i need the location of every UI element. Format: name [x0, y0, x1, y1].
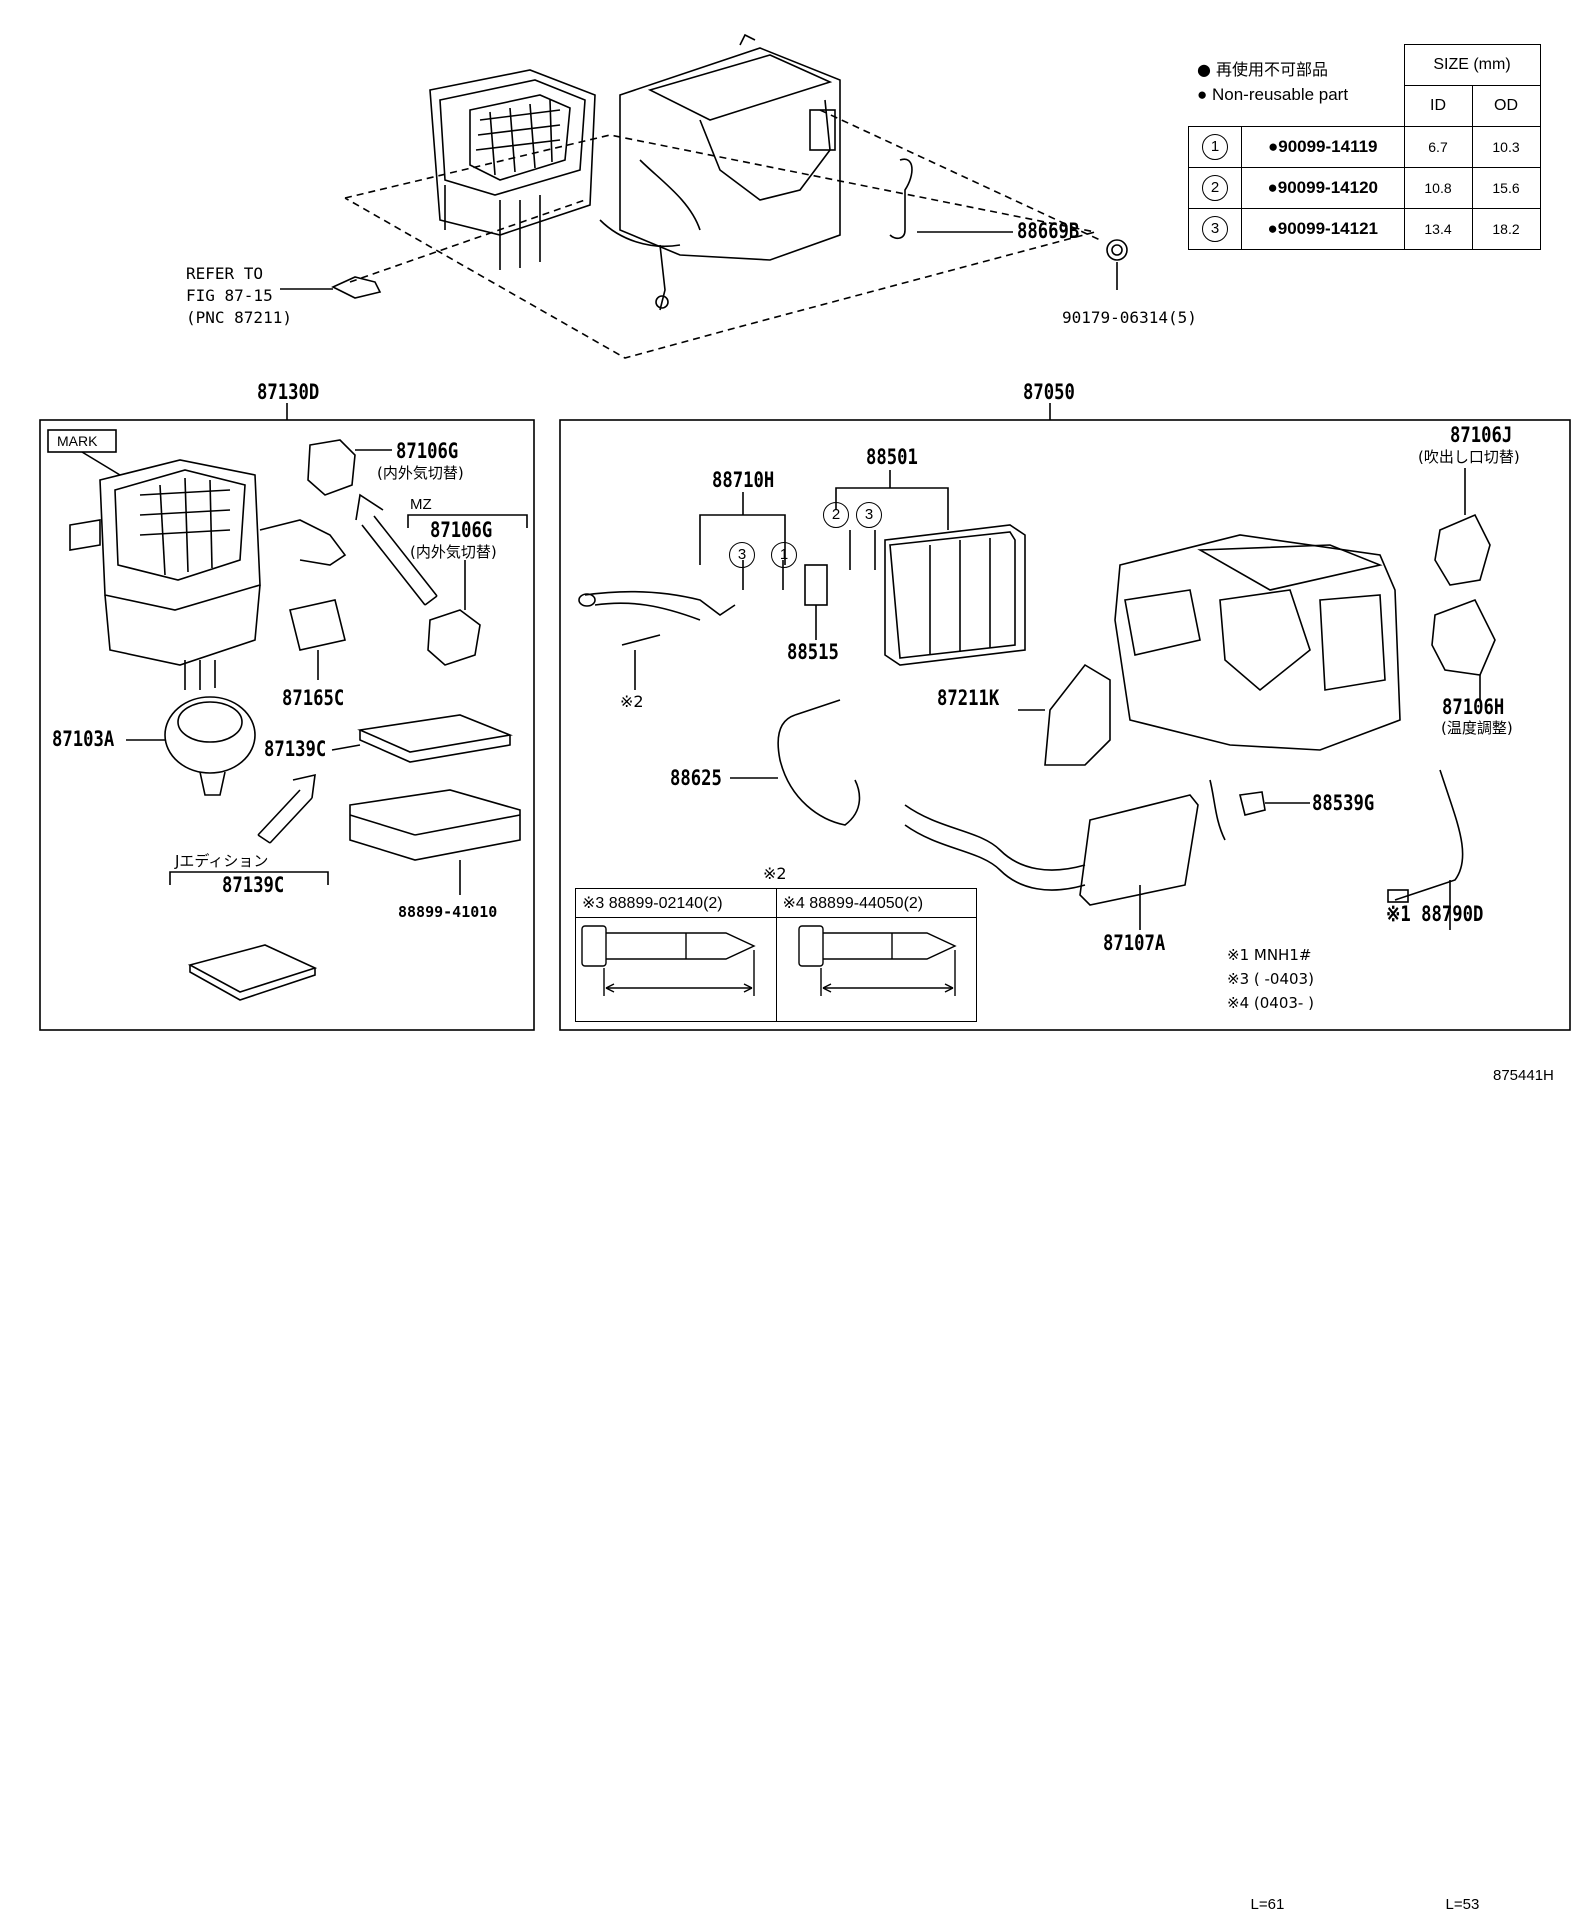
- group-87130D-title: 87130D: [257, 380, 320, 404]
- part-number: ●90099-14121: [1241, 208, 1405, 250]
- id-value: 10.8: [1403, 167, 1473, 209]
- group-87050-title: 87050: [1023, 380, 1075, 404]
- note-4: ※4 (0403- ): [1227, 994, 1314, 1012]
- part-number: ●90099-14119: [1241, 126, 1405, 168]
- top-assembly: [280, 33, 1128, 359]
- part-88669B: 88669B: [1017, 219, 1080, 243]
- note-1: ※1 MNH1#: [1227, 946, 1312, 964]
- refer-to-line3: (PNC 87211): [186, 308, 292, 327]
- num-circle: 1: [1202, 134, 1228, 160]
- part-88710H: 88710H: [712, 468, 775, 492]
- part-87106H: 87106H: [1442, 695, 1505, 719]
- part-87165C: 87165C: [282, 686, 345, 710]
- od-value: 15.6: [1471, 167, 1541, 209]
- seal-circle-2: 2: [823, 502, 849, 528]
- part-87139C-b: 87139C: [222, 873, 285, 897]
- table-row: 1 ●90099-14119 6.7 10.3: [1188, 126, 1541, 168]
- seal-circle-1: 1: [771, 542, 797, 568]
- j-edition-label: Jエディション: [175, 852, 269, 870]
- part-88539G: 88539G: [1312, 791, 1375, 815]
- size-header: SIZE (mm): [1403, 44, 1541, 86]
- bolt-table-title: ※2: [763, 864, 787, 883]
- part-88899-41010: 88899-41010: [398, 903, 498, 921]
- part-88790D: ※1 88790D: [1386, 902, 1484, 926]
- part-87106J: 87106J: [1450, 423, 1513, 447]
- part-87139C: 87139C: [264, 737, 327, 761]
- bolt-left-icon: [581, 925, 756, 996]
- left-group-box: [39, 419, 535, 1031]
- od-value: 18.2: [1471, 208, 1541, 250]
- part-88515: 88515: [787, 640, 839, 664]
- num-circle: 2: [1202, 175, 1228, 201]
- right-artwork: [578, 468, 1496, 930]
- id-value: 13.4: [1403, 208, 1473, 250]
- mz-label: MZ: [410, 496, 432, 513]
- bolt-table: ※3 88899-02140(2) ※4 88899-44050(2) L=61: [575, 888, 1479, 1912]
- part-87103A: 87103A: [52, 727, 115, 751]
- od-value: 10.3: [1471, 126, 1541, 168]
- diagram-artwork: [39, 33, 1571, 1031]
- part-88501: 88501: [866, 445, 918, 469]
- id-value: 6.7: [1403, 126, 1473, 168]
- part-90179-06314: 90179-06314(5): [1062, 308, 1197, 327]
- left-artwork: [47, 429, 528, 1001]
- part-87106G-a: 87106G: [396, 439, 459, 463]
- seal-circle-3b: 3: [856, 502, 882, 528]
- part-87211K: 87211K: [937, 686, 1000, 710]
- id-header: ID: [1403, 85, 1473, 127]
- num-circle: 3: [1202, 216, 1228, 242]
- bolt-right-length: L=53: [1445, 1895, 1480, 1913]
- part-87106H-desc: (温度調整): [1441, 719, 1513, 737]
- right-group-box: [559, 419, 1571, 1031]
- table-row: 3 ●90099-14121 13.4 18.2: [1188, 208, 1541, 250]
- part-87106G-b: 87106G: [430, 518, 493, 542]
- part-87107A: 87107A: [1103, 931, 1166, 955]
- od-header: OD: [1471, 85, 1541, 127]
- part-88625: 88625: [670, 766, 722, 790]
- note-3: ※3 ( -0403): [1227, 970, 1314, 988]
- bolt-right-icon: [797, 925, 957, 996]
- size-table: SIZE (mm) ID OD 1 ●90099-14119 6.7 10.3 …: [1188, 44, 1541, 250]
- seal-circle-3: 3: [729, 542, 755, 568]
- note2-mark: ※2: [620, 692, 644, 711]
- part-number: ●90099-14120: [1241, 167, 1405, 209]
- bolt-right-cell: L=53: [775, 917, 1479, 1912]
- part-87106J-desc: (吹出し口切替): [1418, 448, 1520, 466]
- bolt-left-header: ※3 88899-02140(2): [575, 888, 777, 918]
- refer-to-line1: REFER TO: [186, 264, 264, 283]
- bolt-left-length: L=61: [1250, 1895, 1285, 1913]
- diagram-id: 875441H: [1493, 1067, 1554, 1084]
- refer-to-line2: FIG 87-15: [186, 286, 273, 305]
- mark-label: MARK: [57, 433, 98, 449]
- bolt-left-cell: L=61: [575, 917, 1284, 1912]
- table-row: 2 ●90099-14120 10.8 15.6: [1188, 167, 1541, 209]
- part-87106G-a-desc: (内外気切替): [377, 464, 464, 482]
- bolt-right-header: ※4 88899-44050(2): [775, 888, 977, 918]
- part-87106G-b-desc: (内外気切替): [410, 543, 497, 561]
